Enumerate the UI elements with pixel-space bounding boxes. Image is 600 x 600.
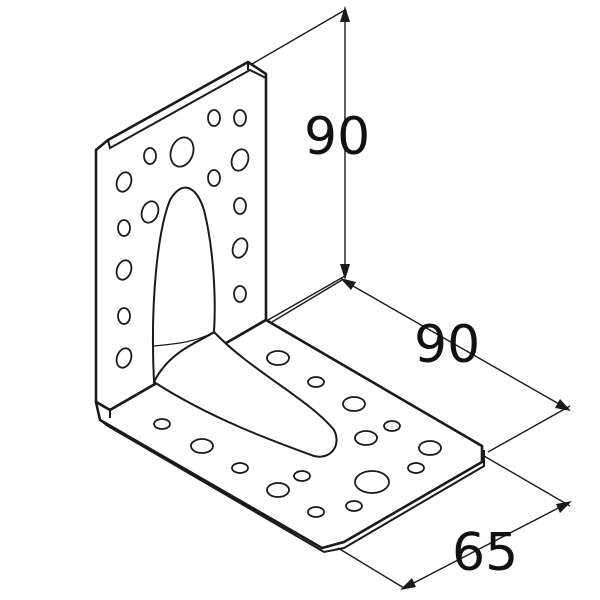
hole — [143, 147, 157, 165]
hole — [354, 470, 390, 494]
hole — [115, 259, 133, 281]
width-extension-outer — [483, 455, 571, 507]
hole — [307, 506, 325, 518]
hole — [354, 430, 378, 446]
length-dimension-label: 90 — [414, 315, 480, 375]
width-dimension-line — [403, 502, 569, 589]
horizontal-plate-edge — [99, 410, 485, 554]
hole — [293, 470, 311, 482]
hole — [115, 171, 133, 193]
hole — [117, 307, 131, 325]
hole — [230, 148, 250, 172]
horizontal-plate-holes — [153, 350, 442, 518]
height-dimension-label: 90 — [304, 107, 370, 167]
hole — [418, 440, 442, 456]
hole — [153, 418, 171, 430]
hole — [307, 376, 325, 388]
hole — [266, 482, 290, 498]
dimension-lines — [251, 6, 572, 590]
length-arrow-end — [555, 399, 571, 411]
angle-bracket — [94, 60, 485, 554]
width-extension-inner — [337, 547, 405, 589]
length-extension-inner — [271, 279, 343, 323]
hole — [207, 109, 221, 127]
hole — [233, 197, 247, 215]
width-dimension-label: 65 — [452, 523, 518, 583]
vertical-plate-holes — [115, 109, 250, 369]
hole — [231, 237, 249, 259]
vertical-plate-edge — [107, 62, 267, 150]
hole — [231, 462, 249, 474]
hole — [140, 200, 160, 224]
hole — [266, 350, 290, 366]
height-extension-bottom — [267, 275, 346, 321]
hole — [233, 109, 247, 127]
width-arrow-end — [556, 501, 572, 513]
hole — [383, 420, 401, 432]
length-extension-outer — [487, 405, 571, 453]
height-arrow-bottom — [340, 264, 350, 280]
hole — [345, 500, 363, 512]
hole — [207, 169, 221, 187]
hole — [117, 219, 131, 237]
hole — [342, 396, 366, 412]
hole — [233, 285, 247, 303]
rib-ridge — [153, 331, 215, 347]
hole — [190, 438, 214, 454]
hole — [169, 136, 195, 168]
length-arrow-start — [340, 278, 356, 290]
hole — [115, 347, 133, 369]
width-arrow-start — [400, 578, 416, 590]
height-arrow-top — [340, 6, 350, 22]
height-extension-top — [251, 9, 346, 65]
hole — [407, 462, 425, 474]
length-dimension-line — [345, 281, 567, 409]
stiffening-rib-horizontal — [152, 330, 338, 458]
